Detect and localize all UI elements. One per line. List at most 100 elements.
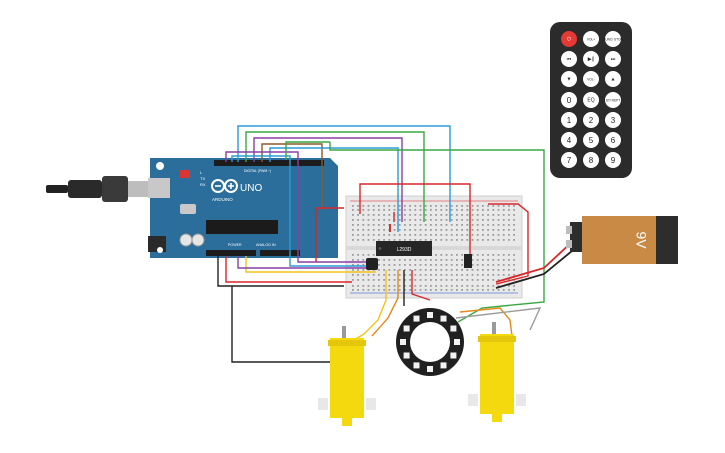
remote-button[interactable]: ⏮: [561, 51, 577, 67]
breadboard-hole: [482, 234, 484, 236]
reset-button[interactable]: [180, 170, 190, 178]
brand-label: ARDUINO: [212, 197, 233, 202]
breadboard-hole: [461, 205, 463, 207]
breadboard-hole: [430, 224, 432, 226]
breadboard-hole: [471, 279, 474, 281]
breadboard-hole: [367, 205, 370, 207]
breadboard-hole: [419, 285, 422, 287]
remote-button[interactable]: 2: [583, 112, 599, 128]
arduino-board[interactable]: DIGITAL (PWM ~) L TX RX UNO ARDUINO POWE…: [148, 158, 338, 258]
gear-motor-right[interactable]: [468, 322, 526, 422]
remote-button-face: [583, 92, 599, 108]
tx-label: TX: [200, 176, 205, 181]
breadboard-hole: [513, 229, 515, 231]
breadboard-hole: [424, 264, 427, 266]
breadboard-hole: [404, 259, 406, 261]
remote-button[interactable]: ST/ REPT: [605, 92, 621, 108]
breadboard-hole: [352, 274, 354, 276]
breadboard-hole: [497, 209, 500, 211]
remote-button[interactable]: 8: [583, 152, 599, 168]
breadboard[interactable]: [345, 195, 523, 299]
breadboard-hole: [440, 239, 443, 241]
breadboard-hole: [409, 209, 411, 211]
breadboard-hole: [367, 254, 370, 256]
breadboard-hole: [430, 214, 432, 216]
breadboard-hole: [471, 219, 474, 221]
breadboard-hole: [450, 239, 453, 241]
remote-button[interactable]: 0: [561, 92, 577, 108]
breadboard-hole: [414, 214, 417, 216]
breadboard-hole: [404, 214, 406, 216]
breadboard-hole: [487, 279, 489, 281]
breadboard-hole: [513, 234, 515, 236]
breadboard-hole: [492, 229, 495, 231]
breadboard-hole: [466, 234, 469, 236]
breadboard-hole: [482, 274, 484, 276]
breadboard-hole: [502, 234, 505, 236]
breadboard-hole: [409, 269, 411, 271]
remote-button[interactable]: 6: [605, 132, 621, 148]
breadboard-hole: [383, 289, 385, 291]
breadboard-hole: [352, 209, 354, 211]
remote-button[interactable]: 5: [583, 132, 599, 148]
breadboard-hole: [445, 274, 448, 276]
remote-button[interactable]: 9: [605, 152, 621, 168]
breadboard-hole: [502, 224, 505, 226]
breadboard-hole: [476, 224, 479, 226]
remote-button[interactable]: VOL-: [583, 71, 599, 87]
breadboard-hole: [445, 214, 448, 216]
battery-terminal: [566, 226, 572, 234]
breadboard-hole: [372, 239, 375, 241]
led-ring[interactable]: [396, 308, 464, 376]
breadboard-hole: [404, 239, 406, 241]
breadboard-hole: [440, 205, 443, 207]
breadboard-hole: [471, 234, 474, 236]
breadboard-hole: [482, 205, 484, 207]
motor-driver-chip[interactable]: L293D: [376, 241, 432, 256]
battery-end: [656, 216, 678, 264]
remote-button[interactable]: ⏭: [605, 51, 621, 67]
breadboard-hole: [466, 274, 469, 276]
remote-power-button[interactable]: ⏻: [561, 31, 577, 47]
motor-tab: [516, 394, 526, 406]
breadboard-hole: [482, 224, 484, 226]
breadboard-hole: [476, 274, 479, 276]
breadboard-hole: [482, 269, 484, 271]
remote-button-face: [561, 152, 577, 168]
gear-motor-left[interactable]: [318, 326, 376, 426]
breadboard-hole: [492, 274, 495, 276]
remote-button[interactable]: ▶||: [583, 51, 599, 67]
breadboard-hole: [476, 279, 479, 281]
breadboard-hole: [456, 289, 458, 291]
breadboard-hole: [456, 264, 458, 266]
breadboard-hole: [414, 224, 417, 226]
breadboard-hole: [445, 229, 448, 231]
remote-button[interactable]: 7: [561, 152, 577, 168]
remote-button[interactable]: FUNC/ STOP: [603, 31, 623, 47]
breadboard-hole: [513, 205, 515, 207]
remote-button[interactable]: 4: [561, 132, 577, 148]
remote-button[interactable]: EQ: [583, 92, 599, 108]
remote-button[interactable]: 1: [561, 112, 577, 128]
breadboard-hole: [450, 224, 453, 226]
remote-button-face: [583, 71, 599, 87]
breadboard-hole: [357, 205, 359, 207]
breadboard-hole: [482, 279, 484, 281]
remote-button[interactable]: VOL+: [583, 31, 599, 47]
breadboard-hole: [404, 209, 406, 211]
motor-shaft: [342, 326, 346, 340]
battery-9v[interactable]: 9V: [566, 216, 678, 264]
remote-button[interactable]: ▼: [561, 71, 577, 87]
motor-bracket: [328, 340, 366, 346]
breadboard-hole: [393, 205, 396, 207]
breadboard-hole: [398, 269, 401, 271]
breadboard-hole: [487, 224, 489, 226]
remote-button[interactable]: ▲: [605, 71, 621, 87]
breadboard-hole: [508, 285, 510, 287]
ir-receiver[interactable]: [366, 258, 378, 270]
breadboard-hole: [398, 214, 401, 216]
remote-button[interactable]: 3: [605, 112, 621, 128]
breadboard-hole: [383, 214, 385, 216]
breadboard-hole: [357, 234, 359, 236]
